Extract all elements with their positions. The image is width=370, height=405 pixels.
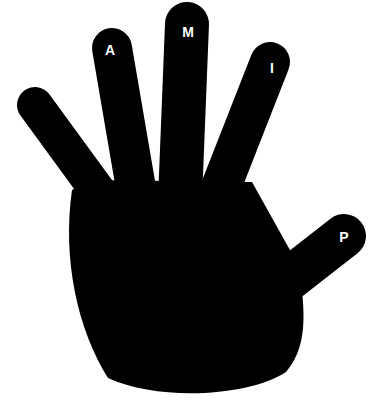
finger-label: A bbox=[105, 42, 115, 58]
finger-label: M bbox=[182, 24, 194, 40]
finger-label: I bbox=[270, 60, 274, 76]
finger-label: P bbox=[339, 229, 348, 245]
